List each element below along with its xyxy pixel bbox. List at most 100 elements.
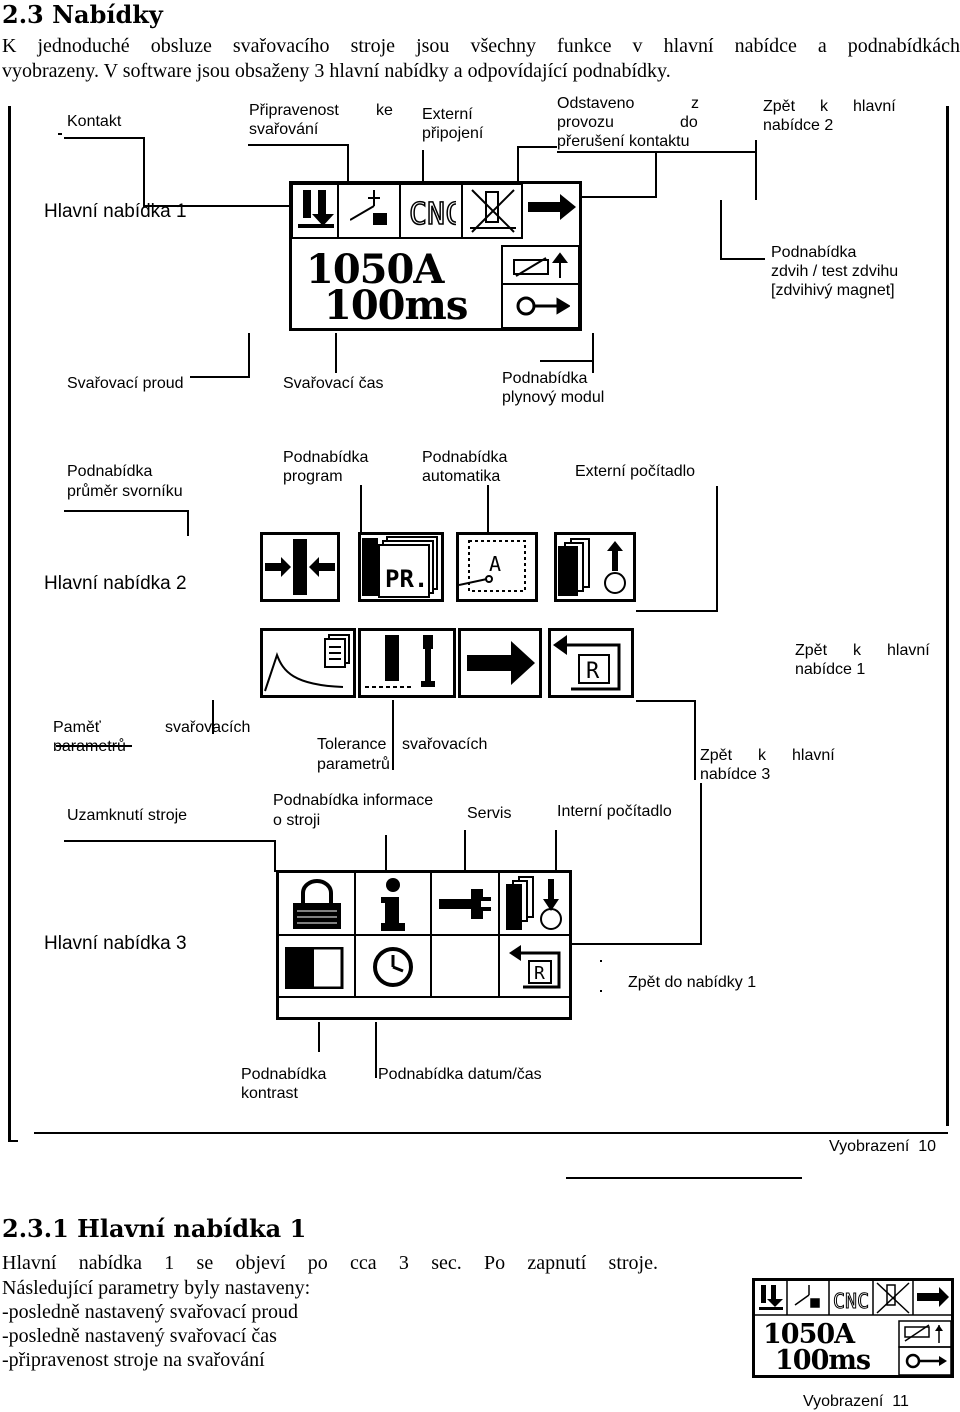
connector-line xyxy=(385,835,387,872)
label-pripravenost-ke: ke xyxy=(376,102,393,119)
word: po xyxy=(307,1252,328,1274)
word: 1 xyxy=(164,1252,175,1274)
return-icon: R xyxy=(548,628,634,698)
svg-text:CNC: CNC xyxy=(409,197,456,230)
word: Po xyxy=(484,1252,506,1274)
label-odstaveno-z: z xyxy=(691,95,699,112)
connector-line xyxy=(422,150,424,188)
connector-line xyxy=(248,144,348,146)
label-pamet-1: Paměť xyxy=(53,719,101,736)
connector-line xyxy=(190,376,250,378)
label-kontakt: Kontakt xyxy=(67,113,122,130)
label-zdvih-2: zdvih / test zdvihu xyxy=(771,263,899,280)
label-zpet2-2: nabídce 2 xyxy=(763,117,834,134)
connector-line xyxy=(274,840,276,872)
label-zpet3-2: nabídce 3 xyxy=(700,766,771,783)
connector-line xyxy=(716,486,718,611)
label-pamet-svar: svařovacích xyxy=(165,719,251,736)
automatic-icon: A xyxy=(456,532,538,602)
lift-test-icon xyxy=(512,252,572,280)
stud-down-icon xyxy=(298,188,334,232)
connector-line xyxy=(636,700,696,702)
connector-line xyxy=(56,745,132,747)
connector-line xyxy=(755,140,757,200)
label-zpet2-k: k xyxy=(820,98,828,115)
svg-text:CNC: CNC xyxy=(833,1289,869,1313)
contrast-icon xyxy=(284,946,345,990)
arrow-right-icon xyxy=(528,192,576,222)
connector-line xyxy=(335,333,337,373)
external-counter-icon xyxy=(554,532,636,602)
label-pamet-2: parametrů xyxy=(53,738,126,751)
connector-line xyxy=(720,200,722,260)
svg-text:R: R xyxy=(534,963,545,984)
svg-text:PR.: PR. xyxy=(385,565,428,593)
label-tol-svar: svařovacích xyxy=(402,736,488,753)
tolerance-icon xyxy=(358,628,456,698)
svg-text:A: A xyxy=(489,552,501,576)
connector-line xyxy=(392,700,394,770)
frame-bottom-line xyxy=(34,1132,948,1134)
connector-line xyxy=(347,144,349,188)
gas-valve-icon xyxy=(349,190,390,232)
program-icon: PR. xyxy=(358,532,444,602)
sub-line-2: Následující parametry byly nastaveny: xyxy=(2,1277,311,1299)
label-info-2: o stroji xyxy=(273,812,321,829)
sub-line-4: -posledně nastavený svařovací čas xyxy=(2,1325,277,1347)
connector-line xyxy=(143,205,293,207)
label-svarovaci-cas: Svařovací čas xyxy=(283,375,384,392)
label-odstaveno-2: provozu xyxy=(557,114,614,131)
small-display-time: 100ms xyxy=(775,1345,871,1376)
gun-icon xyxy=(470,188,516,234)
sub-line-3: -posledně nastavený svařovací proud xyxy=(2,1301,299,1323)
menu1-display-small: CNC 1050A 100ms xyxy=(752,1278,954,1378)
label-uzamknuti: Uzamknutí stroje xyxy=(67,807,188,824)
connector-line xyxy=(143,137,145,207)
connector-line xyxy=(64,510,188,512)
connector-line xyxy=(64,840,274,842)
label-externi-1: Externí xyxy=(422,106,473,123)
connector-line xyxy=(592,333,594,373)
connector-line xyxy=(58,133,62,135)
connector-line xyxy=(464,830,466,872)
connector-line xyxy=(570,943,702,945)
label-prumer-1: Podnabídka xyxy=(67,463,153,480)
label-program-2: program xyxy=(283,468,343,485)
menu3-title: Hlavní nabídka 3 xyxy=(44,933,187,954)
connector-line xyxy=(636,610,718,612)
label-program-1: Podnabídka xyxy=(283,449,369,466)
key-icon xyxy=(514,292,571,320)
connector-line xyxy=(600,960,602,962)
label-zpet2-hlavni: hlavní xyxy=(853,98,896,115)
connector-line xyxy=(600,990,602,992)
connector-line xyxy=(187,510,189,536)
intro-line-2: vyobrazeny. V software jsou obsaženy 3 h… xyxy=(2,60,671,82)
word: stroje. xyxy=(608,1252,658,1274)
display-time: 100ms xyxy=(324,282,468,329)
word: 3 xyxy=(398,1252,409,1274)
label-odstaveno-do: do xyxy=(680,114,698,131)
figure-11-caption: Vyobrazení 11 xyxy=(803,1393,909,1410)
subsection-heading: 2.3.1 Hlavní nabídka 1 xyxy=(2,1214,307,1243)
sub-line-1: Hlavní nabídka 1 se objeví po cca 3 sec.… xyxy=(2,1251,658,1276)
connector-line xyxy=(517,146,519,188)
frame-left-line xyxy=(8,106,11,1142)
label-tol-2: parametrů xyxy=(317,756,390,773)
label-zpet3-hlavni: hlavní xyxy=(792,747,835,764)
connector-line xyxy=(318,1022,320,1052)
connector-line xyxy=(700,783,702,945)
connector-line xyxy=(555,830,557,872)
caption-underline xyxy=(566,1177,802,1179)
label-kontrast-1: Podnabídka xyxy=(241,1066,327,1083)
label-zpet2-1: Zpět xyxy=(763,98,796,115)
label-svarovaci-proud: Svařovací proud xyxy=(67,375,184,392)
word: sec. xyxy=(431,1252,462,1274)
display-current: 1050A xyxy=(306,246,444,293)
label-zpet1-k: k xyxy=(853,642,861,659)
small-display-current: 1050A xyxy=(763,1319,855,1350)
lock-icon xyxy=(289,879,345,931)
label-prumer-2: průměr svorníku xyxy=(67,483,183,500)
cnc-icon: CNC xyxy=(408,192,464,233)
label-tol-1: Tolerance xyxy=(317,736,387,753)
connector-line xyxy=(517,146,557,148)
